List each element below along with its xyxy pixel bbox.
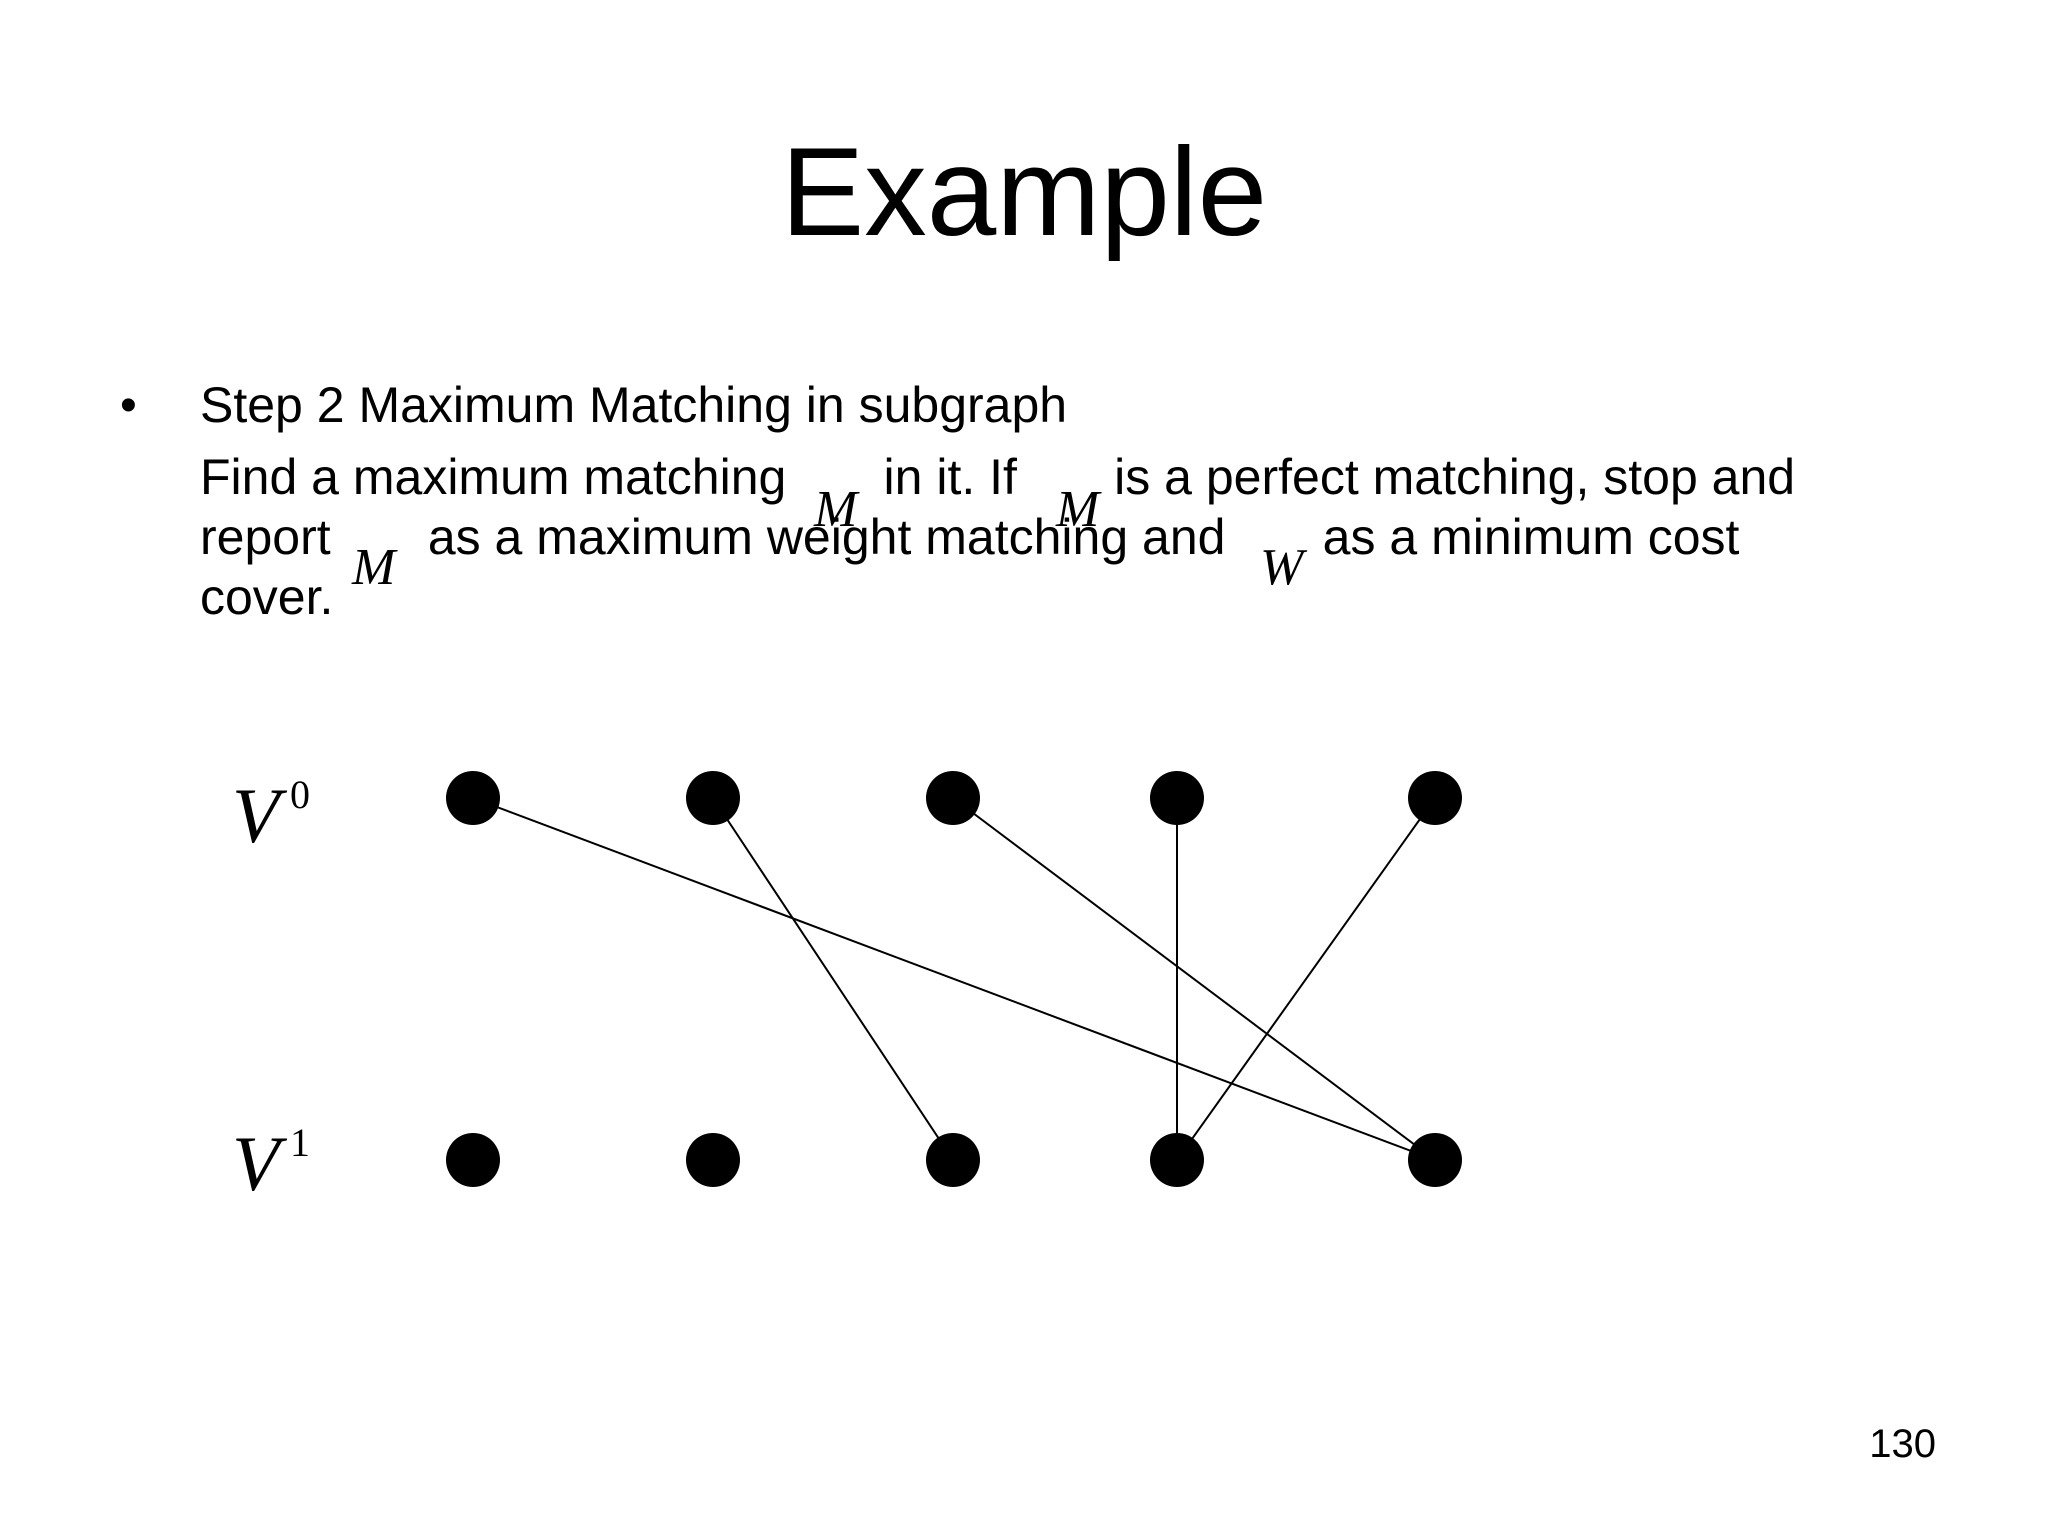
set-label-bottom-sup: 1 xyxy=(290,1120,310,1165)
math-var-matching-2: M xyxy=(1056,481,1100,538)
set-label-top-base: V xyxy=(232,772,288,859)
set-label-top: V xyxy=(232,772,288,859)
body-line-1: Find a maximum matching in it. If is a p… xyxy=(200,449,1796,505)
page-number: 130 xyxy=(1869,1422,1936,1466)
bottom-vertex-2 xyxy=(686,1133,740,1187)
node-group xyxy=(446,771,1462,1187)
top-vertex-1 xyxy=(446,771,500,825)
body-line-2: report as a maximum weight matching and … xyxy=(200,509,1740,565)
top-vertex-4 xyxy=(1150,771,1204,825)
edge-2 xyxy=(712,797,954,1161)
slide-title: Example xyxy=(780,123,1268,262)
edge-1 xyxy=(472,797,1436,1161)
bottom-vertex-4 xyxy=(1150,1133,1204,1187)
body-line-3: cover. xyxy=(200,569,334,625)
set-label-top-sup: 0 xyxy=(290,772,310,817)
top-vertex-2 xyxy=(686,771,740,825)
set-label-bottom: V xyxy=(232,1120,288,1207)
top-vertex-3 xyxy=(926,771,980,825)
bottom-vertex-1 xyxy=(446,1133,500,1187)
edge-5 xyxy=(1176,797,1436,1161)
set-label-bottom-base: V xyxy=(232,1120,288,1207)
edge-3 xyxy=(952,797,1436,1161)
math-var-matching-1: M xyxy=(814,481,858,538)
math-var-matching-3: M xyxy=(352,539,396,596)
bullet-marker: • xyxy=(120,379,137,432)
math-var-weight: W xyxy=(1260,539,1304,596)
bottom-vertex-3 xyxy=(926,1133,980,1187)
edge-group xyxy=(472,797,1436,1161)
top-vertex-5 xyxy=(1408,771,1462,825)
bottom-vertex-5 xyxy=(1408,1133,1462,1187)
bullet-heading: Step 2 Maximum Matching in subgraph xyxy=(200,377,1068,433)
